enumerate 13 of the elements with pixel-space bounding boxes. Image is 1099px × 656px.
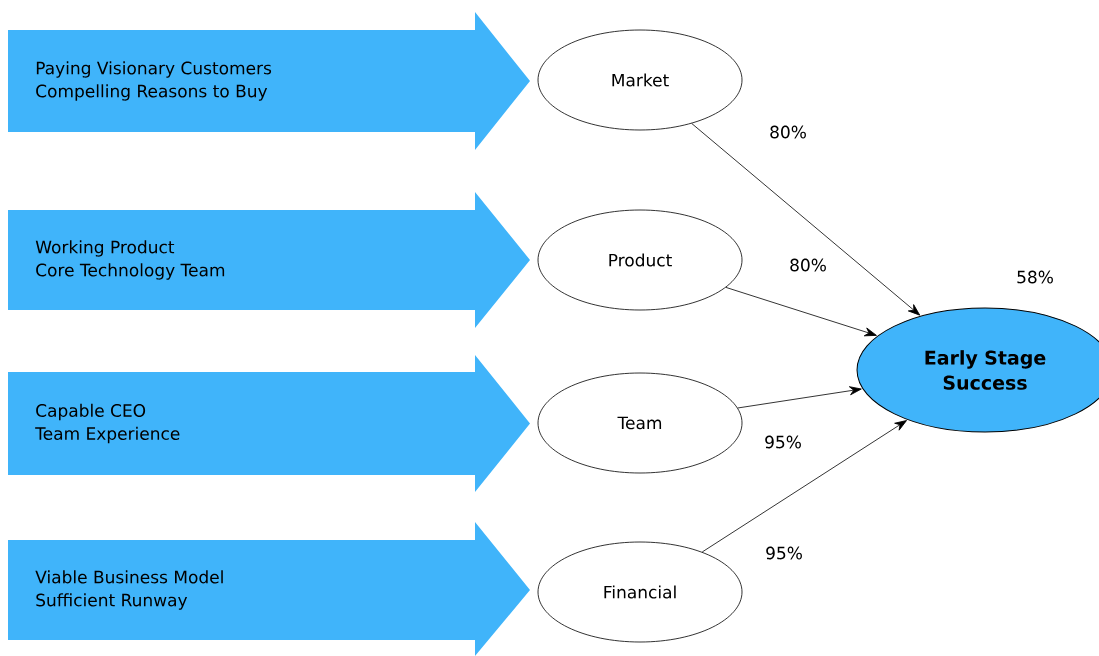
arrow xyxy=(691,123,921,316)
edge-label: 80% xyxy=(790,258,826,272)
edge-label: 80% xyxy=(770,125,806,139)
arrow xyxy=(725,287,877,337)
arrow-band: Viable Business Model Sufficient Runway xyxy=(8,522,530,656)
arrow-band: Paying Visionary Customers Compelling Reasons to Buy xyxy=(8,12,530,150)
arrow xyxy=(701,420,907,553)
percent-label: 58% xyxy=(1017,270,1053,284)
edge-label: 95% xyxy=(766,546,802,560)
arrow-band: Capable CEO Team Experience xyxy=(8,355,530,492)
arrow xyxy=(737,386,862,409)
arrow-band: Working Product Core Technology Team xyxy=(8,192,530,328)
edge-label: 95% xyxy=(765,435,801,449)
